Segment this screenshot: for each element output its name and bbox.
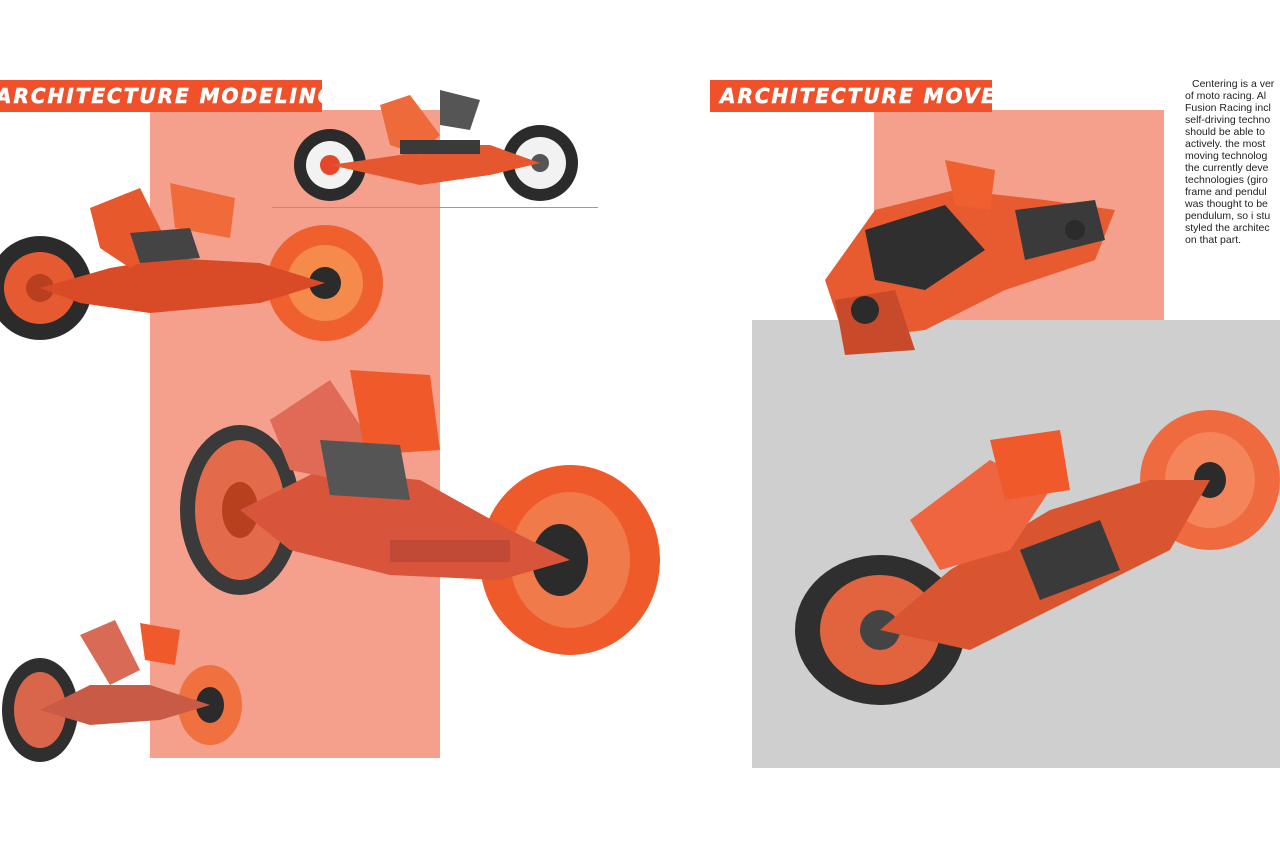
description-line: pendulum, so i stu [1185,210,1271,222]
description-line: styled the architec [1185,222,1270,234]
description-line: Centering is a ver [1192,78,1275,90]
description-line: Fusion Racing incl [1185,102,1271,114]
description-line: self-driving techno [1185,114,1271,126]
bike-render-side-top [294,90,578,201]
right-page: ARCHITECTURE MOVE Centering is a ver of … [640,0,1280,850]
bike-render-side-left [0,183,383,341]
description-line: frame and pendul [1185,186,1267,198]
left-page: ARCHITECTURE MODELING [0,80,660,762]
description-line: technologies (giro [1185,174,1268,186]
description-text: Centering is a ver of moto racing. Al Fu… [1185,78,1280,253]
section-banner-move: ARCHITECTURE MOVE [710,80,992,112]
section-banner-modeling: ARCHITECTURE MODELING [0,80,322,112]
divider-line [272,207,598,208]
description-line: actively. the most [1185,138,1266,150]
description-line: moving technolog [1185,150,1268,162]
bike-render-small-bottom [2,620,242,762]
bike-render-top-view [825,160,1115,355]
description-line: was thought to be [1185,198,1268,210]
bike-render-front-three-quarter [795,410,1280,705]
description-line: on that part. [1185,234,1242,246]
description-line: the currently deve [1185,162,1269,174]
description-line: should be able to [1185,126,1265,138]
description-line: of moto racing. Al [1185,90,1267,102]
bike-render-three-quarter-large [180,370,660,655]
